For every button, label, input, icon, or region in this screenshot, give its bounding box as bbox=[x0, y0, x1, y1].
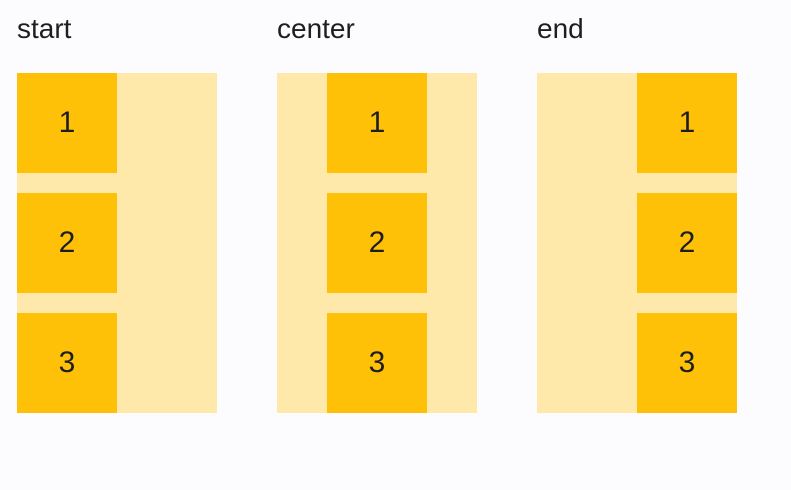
alignment-column-start: start 1 2 3 bbox=[17, 12, 217, 413]
flex-container-center: 1 2 3 bbox=[277, 73, 477, 413]
alignment-demo: start 1 2 3 center 1 2 3 end 1 2 3 bbox=[17, 12, 737, 413]
flex-item: 1 bbox=[17, 73, 117, 173]
column-label-start: start bbox=[17, 13, 72, 44]
flex-item: 2 bbox=[327, 193, 427, 293]
alignment-column-end: end 1 2 3 bbox=[537, 12, 737, 413]
alignment-column-center: center 1 2 3 bbox=[277, 12, 477, 413]
column-label-center: center bbox=[277, 13, 355, 44]
flex-item: 3 bbox=[327, 313, 427, 413]
flex-item: 1 bbox=[327, 73, 427, 173]
flex-item: 3 bbox=[17, 313, 117, 413]
flex-item: 2 bbox=[637, 193, 737, 293]
flex-container-start: 1 2 3 bbox=[17, 73, 217, 413]
flex-container-end: 1 2 3 bbox=[537, 73, 737, 413]
flex-item: 2 bbox=[17, 193, 117, 293]
flex-item: 3 bbox=[637, 313, 737, 413]
flex-item: 1 bbox=[637, 73, 737, 173]
column-label-end: end bbox=[537, 13, 584, 44]
